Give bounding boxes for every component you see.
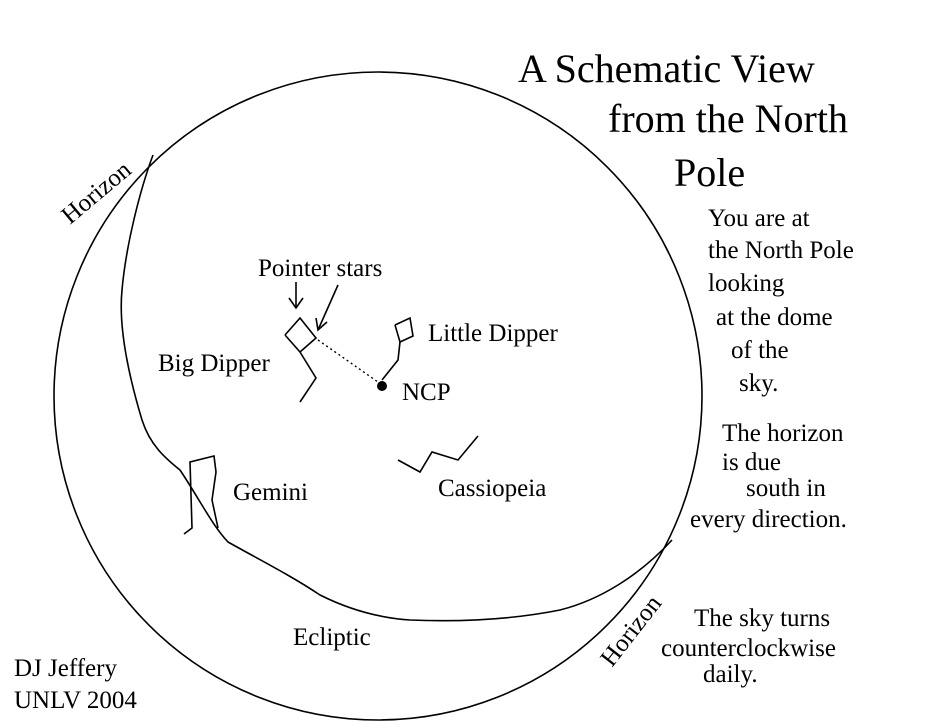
note-position-5: of the	[731, 337, 789, 364]
big-dipper-handle	[299, 351, 317, 403]
note-position-1: You are at	[708, 205, 810, 232]
note-position-3: looking	[708, 270, 785, 297]
big-dipper-label: Big Dipper	[158, 350, 270, 377]
cassiopeia-label: Cassiopeia	[438, 475, 546, 502]
credit-author: DJ Jeffery	[14, 655, 117, 682]
note-rotation-1: The sky turns	[694, 605, 830, 632]
title-line-3: Pole	[674, 150, 745, 195]
credit-institution: UNLV 2004	[14, 687, 137, 714]
little-dipper-constellation	[394, 316, 414, 344]
note-rotation-2: counterclockwise	[661, 635, 836, 662]
pointer-arrow-2	[315, 284, 339, 332]
pointer-arrow-1	[288, 282, 304, 310]
note-horizon-1: The horizon	[722, 420, 844, 447]
cassiopeia-constellation	[397, 435, 479, 474]
gemini-label: Gemini	[233, 479, 308, 506]
ecliptic-label: Ecliptic	[293, 624, 371, 651]
pointer-line-dotted	[317, 339, 379, 383]
note-horizon-2: is due	[722, 449, 781, 476]
little-dipper-label: Little Dipper	[428, 320, 558, 347]
note-horizon-4: every direction.	[690, 506, 847, 533]
gemini-constellation	[183, 455, 219, 535]
ecliptic-curve	[120, 154, 673, 622]
title-line-1: A Schematic View	[518, 46, 815, 91]
note-position-2: the North Pole	[708, 237, 854, 264]
note-horizon-3: south in	[746, 475, 826, 502]
big-dipper-constellation	[284, 316, 318, 354]
little-dipper-handle	[381, 341, 401, 381]
ncp-dot	[377, 381, 387, 391]
note-position-4: at the dome	[716, 304, 833, 331]
ncp-label: NCP	[402, 379, 451, 406]
note-rotation-3: daily.	[703, 661, 758, 688]
horizon-circle	[53, 71, 703, 721]
pointer-stars-label: Pointer stars	[258, 255, 382, 282]
note-position-6: sky.	[739, 370, 778, 397]
title-line-2: from the North	[608, 96, 848, 141]
horizon-label-right: Horizon	[595, 590, 667, 672]
